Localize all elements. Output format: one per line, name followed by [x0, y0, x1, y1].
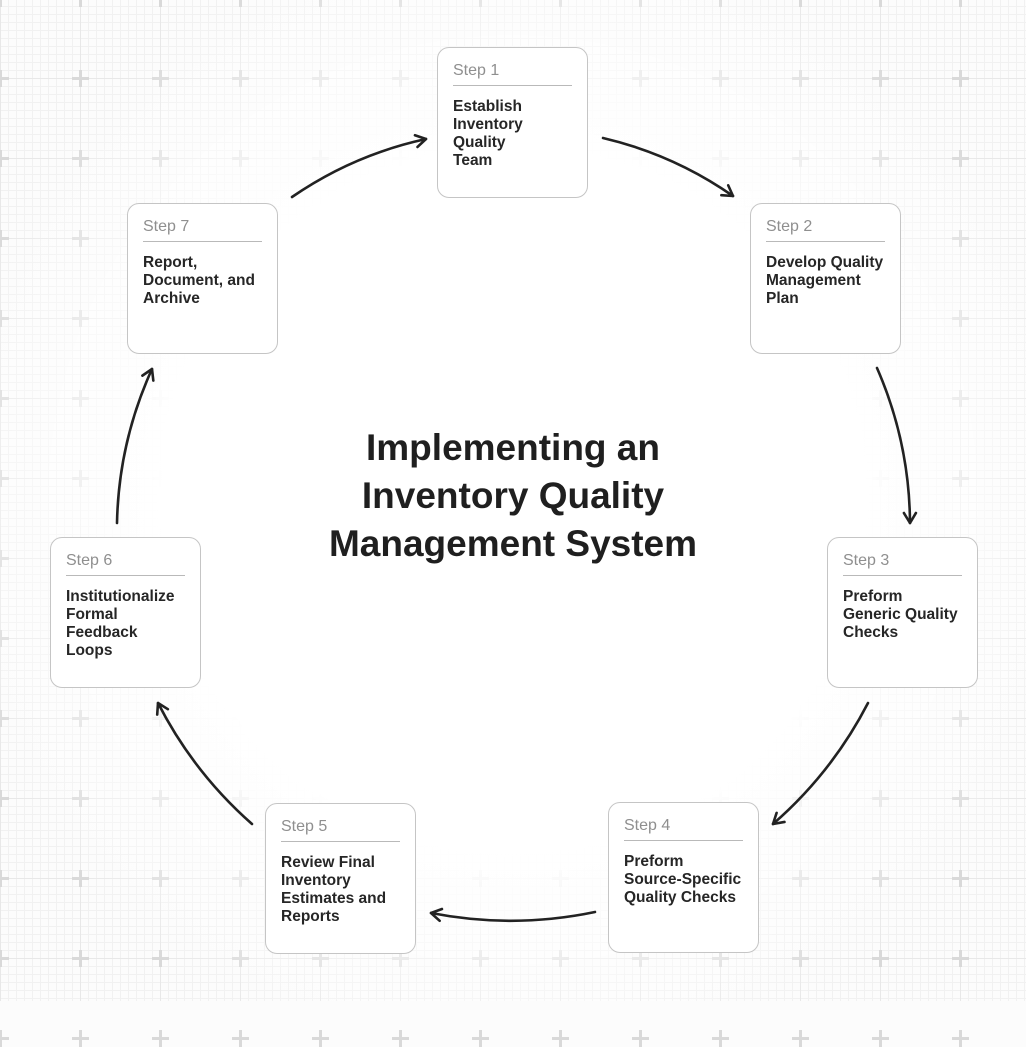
grid-cross-icon: [72, 1030, 89, 1047]
grid-cross-icon: [552, 1030, 569, 1047]
step-label: Step 5: [281, 818, 328, 835]
step-label: Step 3: [843, 552, 890, 569]
grid-cross-icon: [152, 1030, 169, 1047]
step-label: Step 1: [453, 62, 500, 79]
step-title: Develop Quality Management Plan: [766, 254, 884, 307]
step-label: Step 6: [66, 552, 113, 569]
step-divider: [766, 241, 885, 242]
arrow-step3-to-step4-icon: [771, 701, 870, 826]
step-card-2: Step 2 Develop Quality Management Plan: [750, 203, 901, 354]
step-card-3: Step 3 Preform Generic Quality Checks: [827, 537, 978, 688]
flow-arrows: [115, 133, 918, 923]
step-title: Report, Document, and Archive: [143, 254, 255, 307]
arrow-step7-to-step1-icon: [290, 133, 428, 199]
step-label: Step 2: [766, 218, 813, 235]
diagram-title: Implementing an Inventory Quality Manage…: [328, 427, 698, 564]
arrow-step4-to-step5-icon: [429, 907, 597, 923]
step-label: Step 4: [624, 817, 671, 834]
step-label: Step 7: [143, 218, 190, 235]
step-divider: [453, 85, 572, 86]
step-card-7: Step 7 Report, Document, and Archive: [127, 203, 278, 354]
grid-cross-icon: [712, 1030, 729, 1047]
step-title: Review Final Inventory Estimates and Rep…: [281, 854, 387, 925]
grid-cross-icon: [952, 1030, 969, 1047]
step-divider: [624, 840, 743, 841]
step-divider: [281, 841, 400, 842]
arrow-step5-to-step6-icon: [155, 701, 254, 826]
grid-cross-icon: [312, 1030, 329, 1047]
step-card-6: Step 6 Institutionalize Formal Feedback …: [50, 537, 201, 688]
step-divider: [66, 575, 185, 576]
step-divider: [843, 575, 962, 576]
grid-cross-icon: [232, 1030, 249, 1047]
grid-cross-icon: [472, 1030, 489, 1047]
grid-cross-icon: [392, 1030, 409, 1047]
step-title: Institutionalize Formal Feedback Loops: [66, 588, 175, 659]
arrow-step1-to-step2-icon: [601, 136, 735, 198]
step-title: Preform Source-Specific Quality Checks: [624, 853, 742, 906]
step-card-5: Step 5 Review Final Inventory Estimates …: [265, 803, 416, 954]
grid-cross-icon: [632, 1030, 649, 1047]
arrow-step6-to-step7-icon: [115, 367, 155, 525]
arrow-step2-to-step3-icon: [875, 366, 918, 525]
step-card-4: Step 4 Preform Source-Specific Quality C…: [608, 802, 759, 953]
step-title: Preform Generic Quality Checks: [843, 588, 958, 641]
step-divider: [143, 241, 262, 242]
step-title: Establish Inventory Quality Team: [453, 98, 523, 169]
grid-cross-icon: [872, 1030, 889, 1047]
grid-cross-icon: [0, 1030, 9, 1047]
step-card-1: Step 1 Establish Inventory Quality Team: [437, 47, 588, 198]
grid-cross-icon: [792, 1030, 809, 1047]
